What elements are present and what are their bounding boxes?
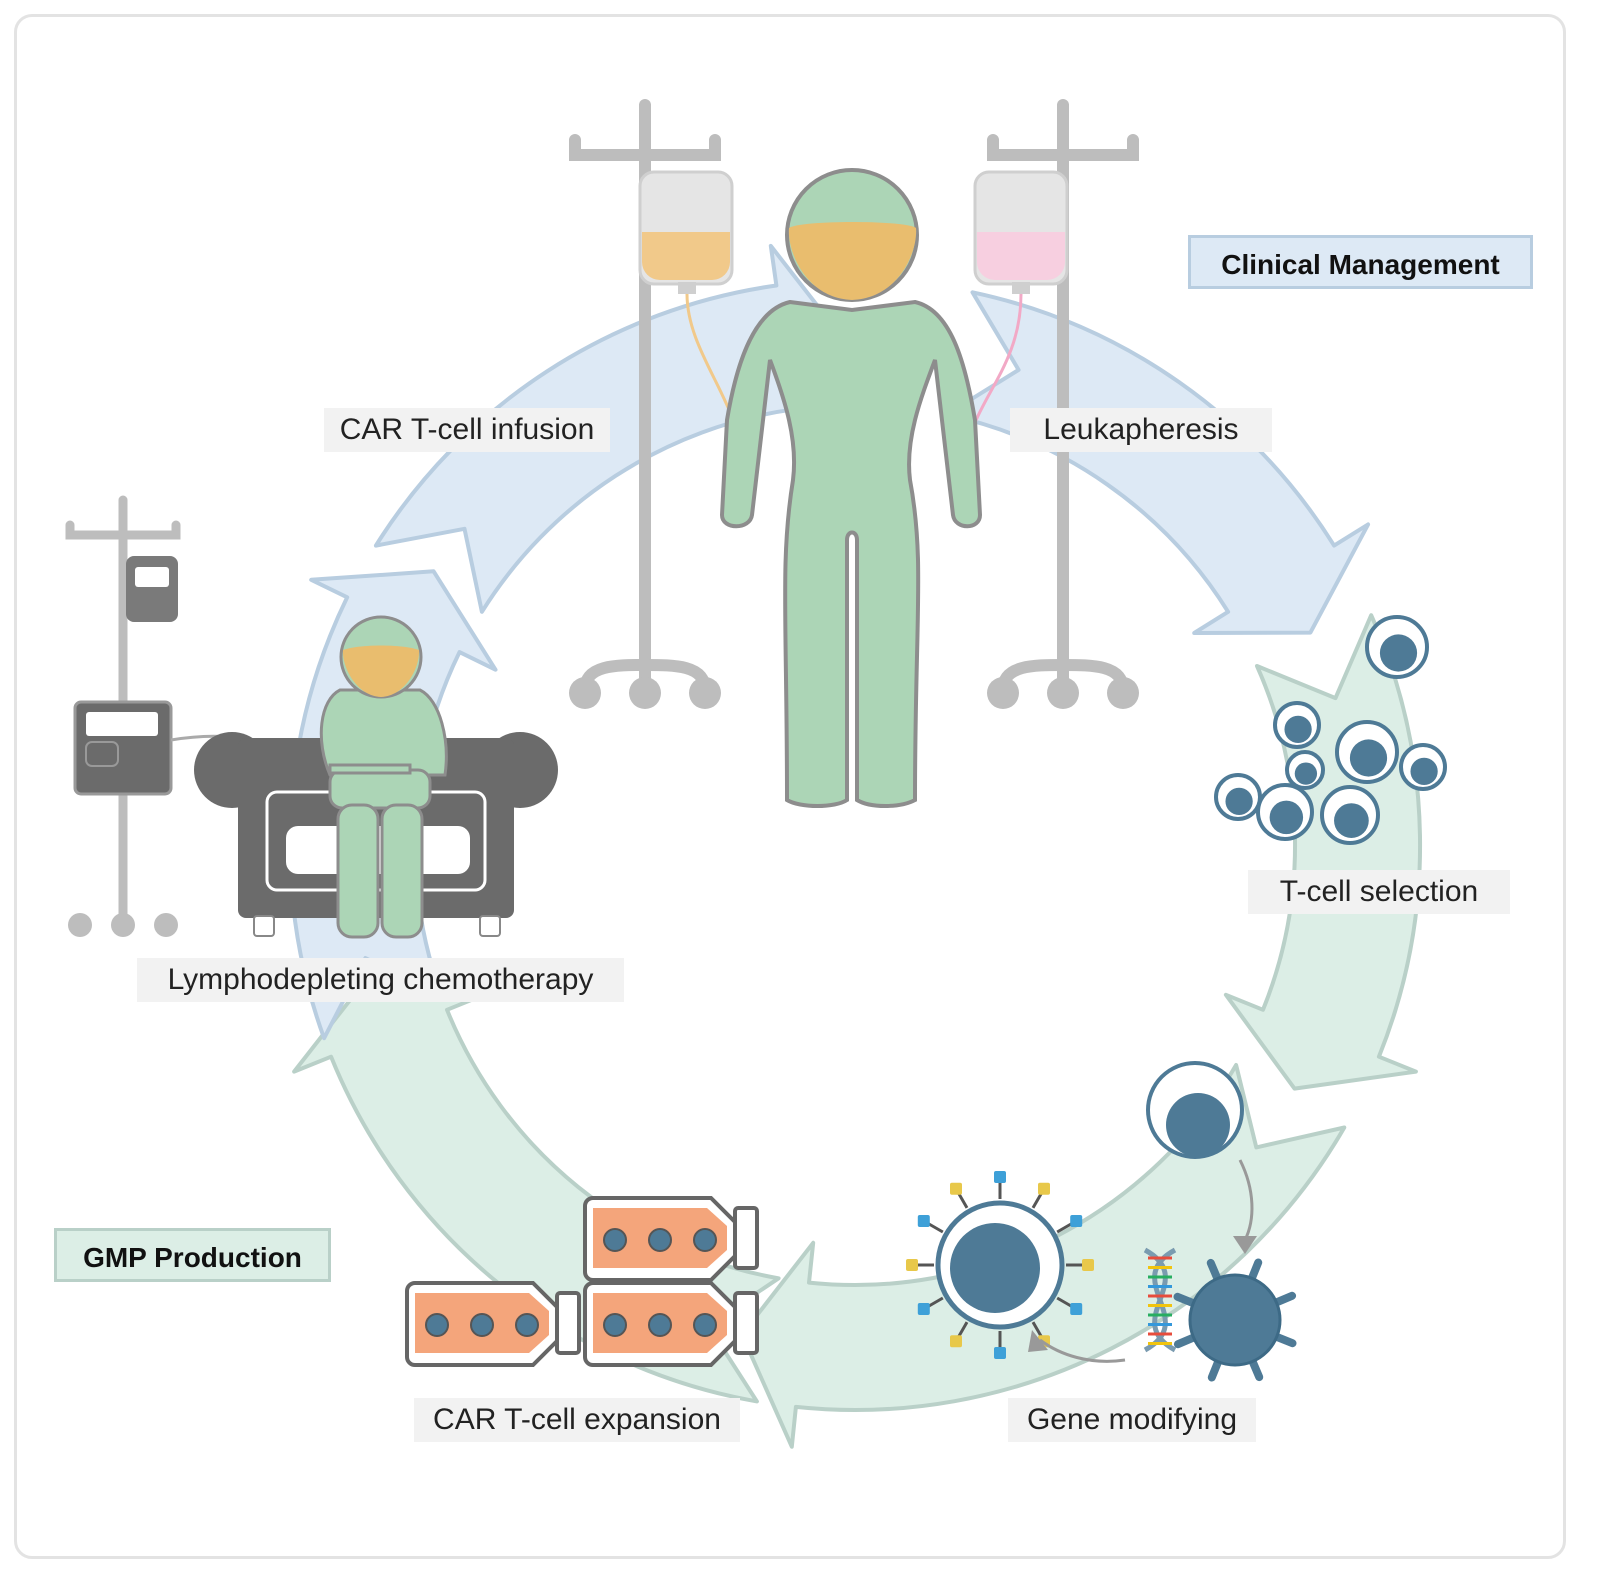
car-receptor <box>917 1303 930 1315</box>
step-label-t-cell-selection: T-cell selection <box>1248 870 1510 914</box>
step-label-car-t-cell-infusion: CAR T-cell infusion <box>324 408 610 452</box>
dna-icon <box>1143 1247 1177 1353</box>
car-receptor <box>906 1259 918 1271</box>
car-receptor <box>1082 1259 1094 1271</box>
car-receptor <box>950 1335 962 1348</box>
car-receptor <box>1070 1215 1083 1227</box>
car-receptor <box>1038 1182 1050 1195</box>
flask-cap <box>733 1291 759 1355</box>
car-receptor <box>994 1347 1006 1359</box>
culture-flasks-group <box>405 1196 759 1367</box>
car-t-cell-icon <box>693 1228 717 1252</box>
t-cells-group <box>1214 615 1447 845</box>
car-t-cell-icon <box>648 1313 672 1337</box>
car-t-cell-icon <box>470 1313 494 1337</box>
chemo-bag-icon <box>126 556 178 622</box>
cycle-arrow-1 <box>944 290 1371 635</box>
step-label-gene-modifying: Gene modifying <box>1008 1398 1256 1442</box>
car-receptor <box>950 1182 962 1195</box>
single-t-cell-icon <box>1146 1061 1244 1159</box>
car-t-cell-icon <box>906 1171 1094 1359</box>
section-gmp-production: GMP Production <box>54 1228 331 1282</box>
viral-vector-icon <box>1173 1258 1297 1382</box>
step-label-car-t-cell-expansion: CAR T-cell expansion <box>414 1398 740 1442</box>
iv-pole-left-wheels <box>569 677 721 709</box>
blood-bag-icon <box>964 170 1069 465</box>
step-label-leukapheresis: Leukapheresis <box>1010 408 1272 452</box>
patient-seated-icon <box>319 615 448 939</box>
transfer-arrow <box>1238 1159 1254 1241</box>
flask-cap <box>555 1291 581 1355</box>
section-clinical-management: Clinical Management <box>1188 235 1533 289</box>
car-t-cell-icon <box>603 1228 627 1252</box>
car-t-cell-icon <box>648 1228 672 1252</box>
car-receptor <box>917 1215 930 1227</box>
car-t-cell-icon <box>603 1313 627 1337</box>
car-t-cell-icon <box>515 1313 539 1337</box>
step-label-lymphodepleting-chemotherapy: Lymphodepleting chemotherapy <box>137 958 624 1002</box>
insertion-arrow <box>1039 1338 1126 1363</box>
flask-cap <box>733 1206 759 1270</box>
patient-standing-icon <box>719 168 983 808</box>
iv-pole-right-wheels <box>987 677 1139 709</box>
cycle-arrow-2 <box>1223 613 1423 1091</box>
car-receptor <box>994 1171 1006 1183</box>
car-t-cell-icon <box>425 1313 449 1337</box>
car-t-cell-icon <box>693 1313 717 1337</box>
car-t-bag-icon <box>638 170 744 465</box>
car-receptor <box>1070 1303 1083 1315</box>
